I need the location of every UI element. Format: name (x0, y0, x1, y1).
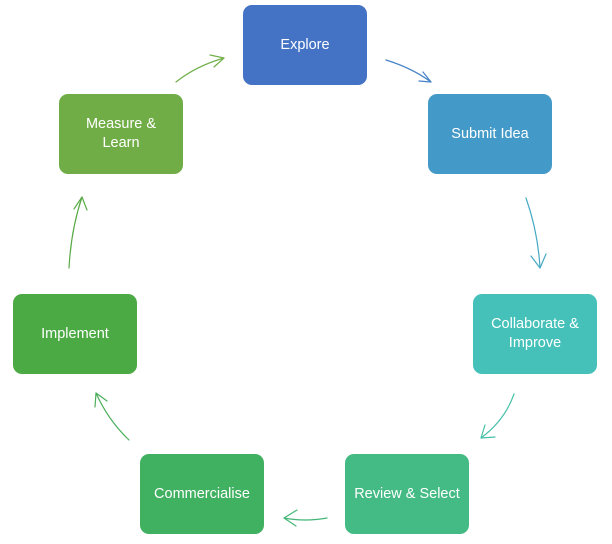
step-collaborate-improve: Collaborate & Improve (473, 294, 597, 374)
step-implement-label: Implement (41, 325, 109, 342)
step-measure-learn: Measure & Learn (59, 94, 183, 174)
arrow-review-to-commercialise (283, 517, 328, 521)
step-commercialise-label: Commercialise (154, 485, 250, 502)
arrowhead-explore-to-submit-idea (418, 71, 432, 83)
arrow-commercialise-to-implement (95, 392, 130, 441)
step-measure-learn-label: Measure & Learn (85, 116, 157, 151)
step-implement: Implement (13, 294, 137, 374)
arrowhead-review-to-commercialise (283, 509, 298, 527)
step-review-select-label: Review & Select (354, 485, 460, 502)
arrowhead-collaborate-to-review (480, 424, 496, 439)
arrow-submit-idea-to-collaborate (525, 197, 541, 269)
arrow-measure-to-explore (175, 57, 225, 83)
step-explore: Explore (243, 5, 367, 85)
arrowhead-submit-idea-to-collaborate (530, 253, 547, 269)
step-commercialise: Commercialise (140, 454, 264, 534)
step-review-select: Review & Select (345, 454, 469, 534)
step-submit-idea-label: Submit Idea (451, 125, 529, 142)
arrowhead-measure-to-explore (209, 54, 225, 68)
arrowhead-commercialise-to-implement (94, 392, 108, 408)
arrowhead-implement-to-measure (73, 196, 88, 211)
step-explore-label: Explore (280, 36, 330, 53)
step-collaborate-improve-label: Collaborate & Improve (491, 316, 579, 351)
step-submit-idea: Submit Idea (428, 94, 552, 174)
arrow-explore-to-submit-idea (385, 59, 432, 83)
arrow-collaborate-to-review (480, 393, 515, 439)
arrow-implement-to-measure (68, 196, 83, 269)
